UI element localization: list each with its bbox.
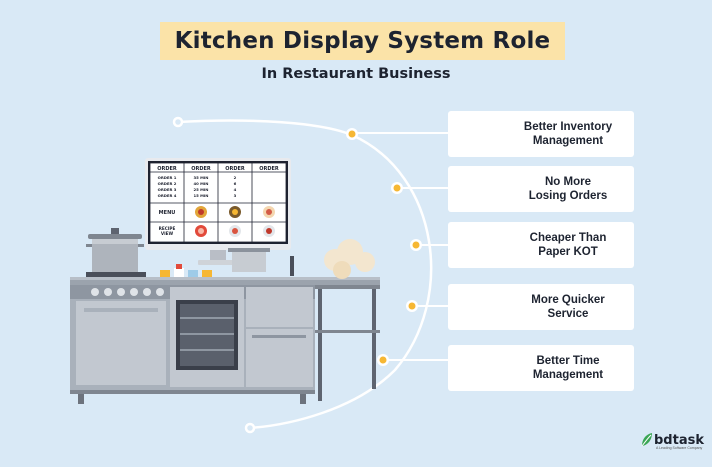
- benefit-label: Better Time Management: [532, 355, 604, 381]
- steam-cloud: [324, 239, 375, 279]
- order-count: 6: [234, 181, 237, 186]
- connector-dot-1: [346, 128, 358, 140]
- paper-cut-icon-slot: [448, 222, 508, 268]
- leaf-icon: [641, 433, 652, 447]
- benefit-label: Cheaper Than Paper KOT: [529, 232, 607, 258]
- monitor-header-2: ORDER: [191, 166, 211, 172]
- svg-text:VIEW: VIEW: [161, 231, 174, 236]
- countertop: [70, 277, 380, 285]
- benefit-label: More Quicker Service: [531, 294, 605, 320]
- kitchen-cabinet: [70, 285, 315, 404]
- monitor-header-3: ORDER: [225, 166, 245, 172]
- benefit-card-service: More Quicker Service: [448, 284, 634, 330]
- benefit-card-inventory: Better Inventory Management: [448, 111, 634, 157]
- order-label: ORDER 2: [158, 181, 177, 186]
- benefit-card-kot: Cheaper Than Paper KOT: [448, 222, 634, 268]
- benefit-card-orders: No More Losing Orders: [448, 166, 634, 212]
- connector-dot-5: [377, 354, 389, 366]
- order-label: ORDER 3: [158, 187, 177, 192]
- inventory-icon-slot: [448, 111, 508, 157]
- order-time: 35 MIN: [194, 175, 209, 180]
- order-count: 2: [234, 175, 237, 180]
- benefit-label: No More Losing Orders: [528, 176, 608, 202]
- connector-dot-3: [410, 239, 422, 251]
- side-table: [315, 285, 380, 401]
- benefit-label: Better Inventory Management: [523, 121, 613, 147]
- menu-label: MENU: [159, 210, 176, 216]
- title-banner: Kitchen Display System Role: [160, 22, 565, 60]
- order-label: ORDER 1: [158, 175, 177, 180]
- bdtask-logo: bdtask A Leading Software Company: [640, 432, 704, 450]
- order-time: 40 MIN: [194, 181, 209, 186]
- connector-dot-4: [406, 300, 418, 312]
- kds-monitor: ORDER ORDER ORDER ORDER ORDER 1 ORDER 2 …: [145, 158, 291, 265]
- logo-tagline: A Leading Software Company: [656, 446, 703, 450]
- connector-arc: [177, 119, 433, 430]
- connector-dot-2: [391, 182, 403, 194]
- logo-name: bdtask: [654, 432, 704, 448]
- recipe-label: RECIPE: [159, 226, 176, 231]
- condiment-cups: [160, 264, 212, 277]
- cooking-pot: [86, 228, 146, 277]
- order-count: 4: [234, 187, 237, 192]
- order-label: ORDER 4: [158, 193, 177, 198]
- menu-food-icons: [195, 206, 275, 237]
- page-subtitle: In Restaurant Business: [261, 66, 451, 82]
- monitor-header-1: ORDER: [157, 166, 177, 172]
- time-icon-slot: [448, 345, 508, 391]
- monitor-header-4: ORDER: [259, 166, 279, 172]
- order-count: 3: [234, 193, 237, 198]
- order-time: 25 MIN: [194, 187, 209, 192]
- page-title: Kitchen Display System Role: [174, 28, 551, 54]
- service-icon-slot: [448, 284, 508, 330]
- dining-icon-slot: [448, 166, 508, 212]
- steam-pot: [228, 248, 270, 272]
- benefit-card-time: Better Time Management: [448, 345, 634, 391]
- order-time: 15 MIN: [194, 193, 209, 198]
